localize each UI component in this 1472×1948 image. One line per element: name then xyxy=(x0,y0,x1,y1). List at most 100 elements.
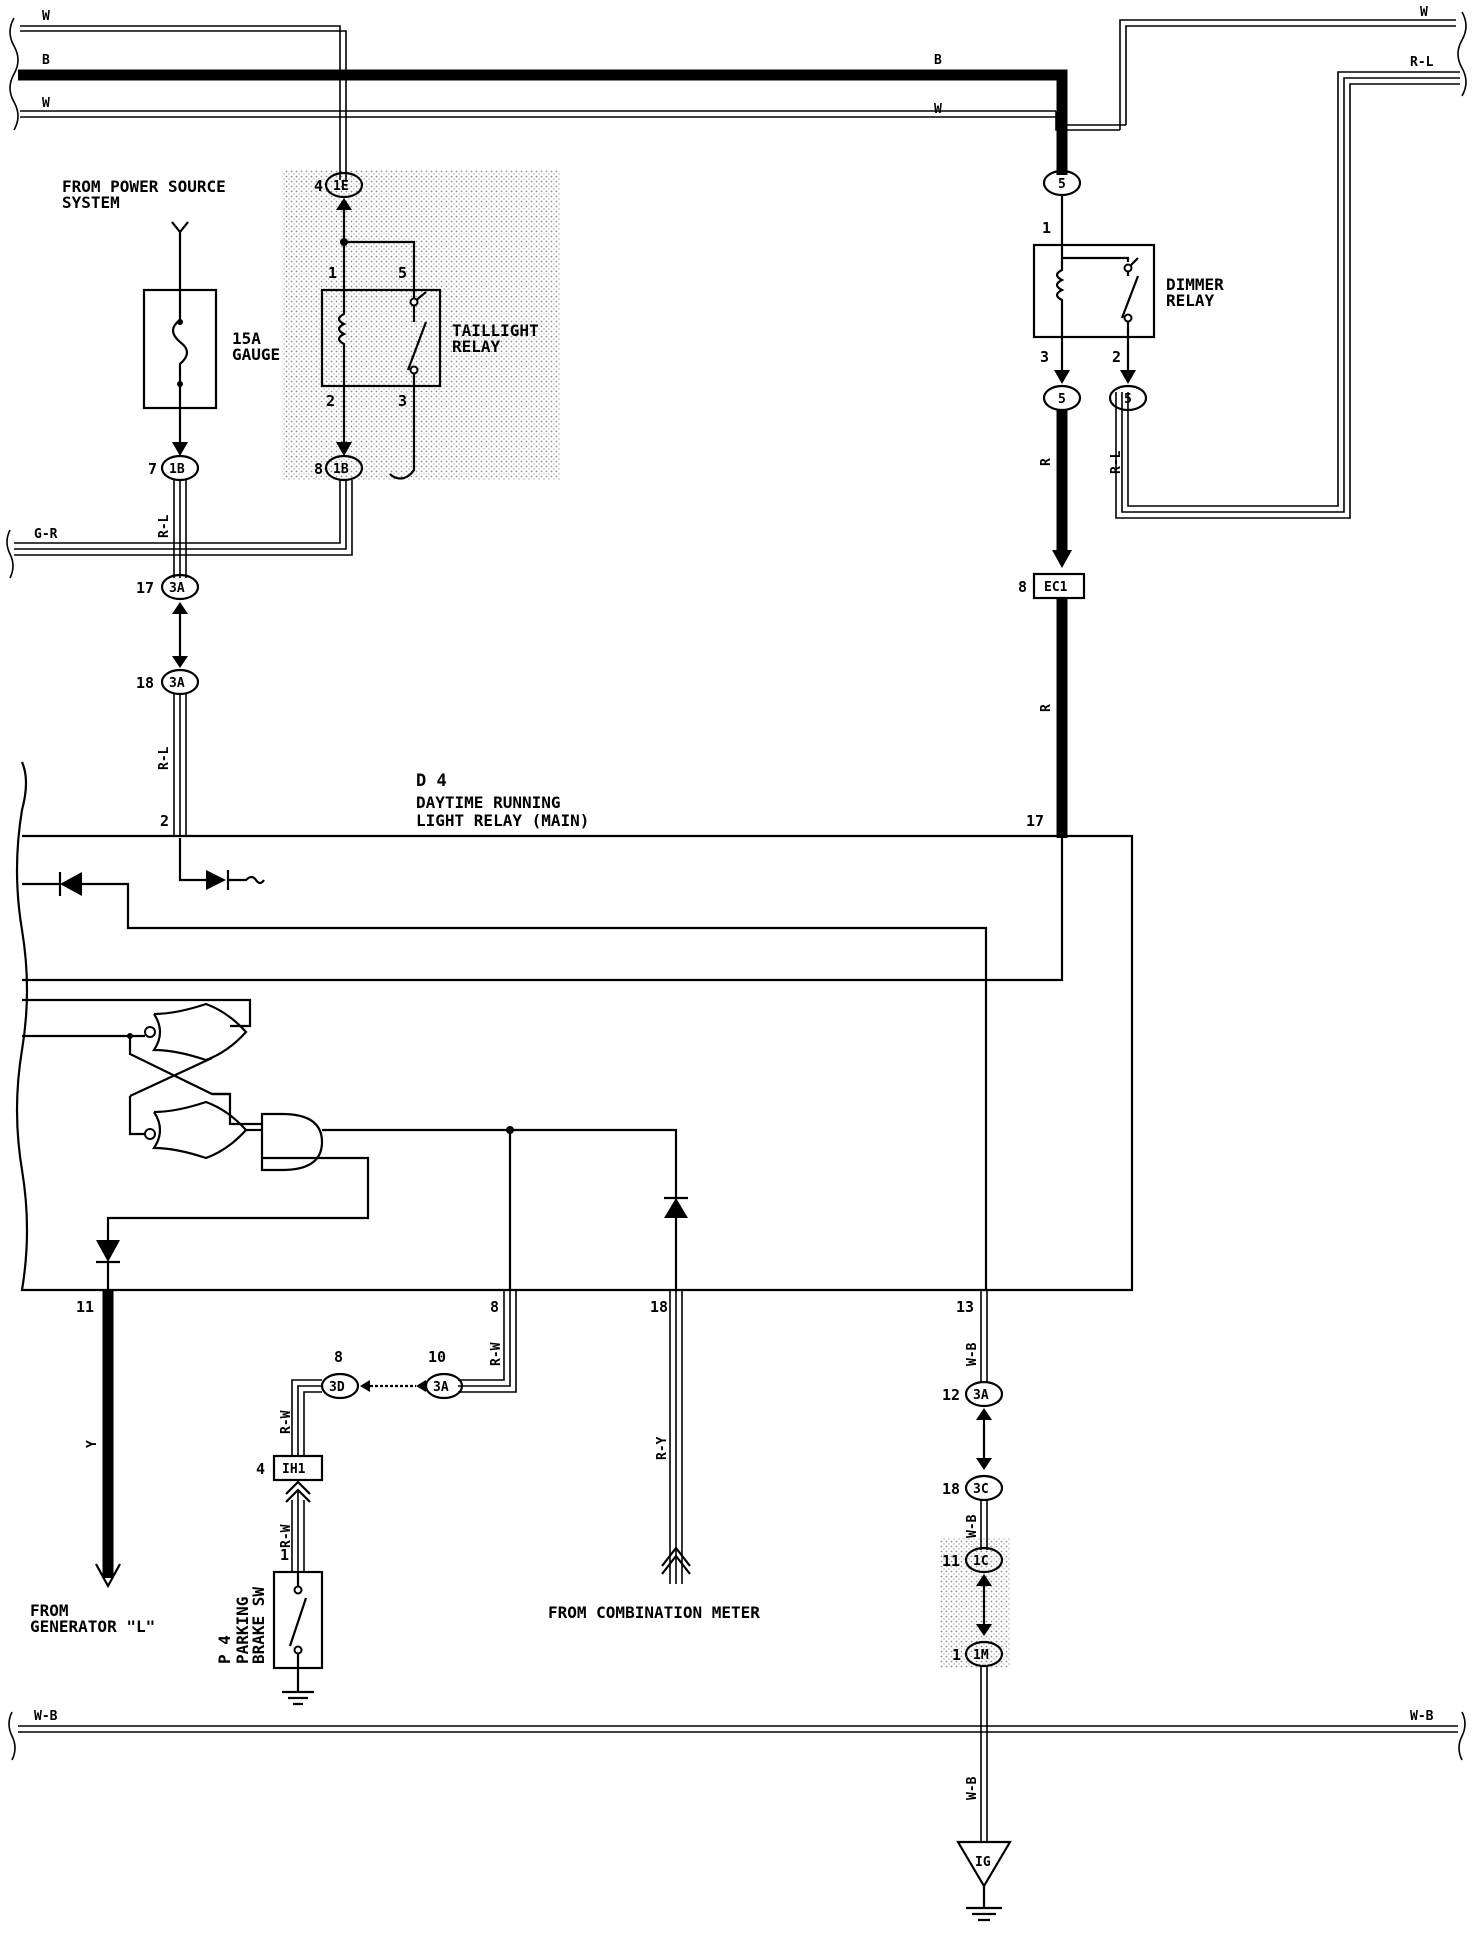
label-b-left: B xyxy=(42,53,50,68)
label-w-top-right: W xyxy=(1420,5,1428,20)
svg-text:3: 3 xyxy=(1040,348,1049,366)
svg-text:1M: 1M xyxy=(973,1648,989,1663)
logic-nor-lower xyxy=(151,1100,248,1160)
dimmer-relay-label-1: DIMMER xyxy=(1166,275,1224,294)
connector-1m xyxy=(964,1640,1004,1668)
wb-wire-upper xyxy=(980,1290,988,1382)
svg-text:5: 5 xyxy=(1058,392,1066,407)
svg-text:3A: 3A xyxy=(973,1388,989,1403)
svg-text:17: 17 xyxy=(1026,812,1044,830)
svg-text:IG: IG xyxy=(975,1855,991,1870)
svg-text:8: 8 xyxy=(1018,578,1027,596)
svg-text:8: 8 xyxy=(314,460,323,478)
svg-text:18: 18 xyxy=(650,1298,668,1316)
svg-text:12: 12 xyxy=(942,1386,960,1404)
ground-ig-icon xyxy=(956,1840,1012,1889)
parking-brake-label-2: BRAKE SW xyxy=(249,1587,268,1664)
ry-wire xyxy=(669,1290,683,1584)
connector-3a-12 xyxy=(964,1380,1004,1408)
drl-relay-label-1: DAYTIME RUNNING xyxy=(416,793,561,812)
svg-text:13: 13 xyxy=(956,1298,974,1316)
dimmer-relay-label-2: RELAY xyxy=(1166,291,1215,310)
taillight-relay-switch xyxy=(406,290,428,386)
svg-text:R-W: R-W xyxy=(279,1524,294,1548)
svg-text:18: 18 xyxy=(136,674,154,692)
taillight-relay-label-1: TAILLIGHT xyxy=(452,321,539,340)
svg-text:5: 5 xyxy=(1058,177,1066,192)
taillight-relay-box xyxy=(320,288,442,388)
drl-relay-code: D 4 xyxy=(416,771,447,791)
svg-text:1B: 1B xyxy=(333,462,349,477)
rw-wire-left xyxy=(291,1379,322,1456)
fuse-element xyxy=(171,290,189,408)
svg-text:1: 1 xyxy=(328,264,337,282)
logic-nor-upper xyxy=(151,1002,248,1062)
gr-wire xyxy=(14,480,353,556)
svg-text:EC1: EC1 xyxy=(1044,580,1068,595)
dimmer-relay-coil xyxy=(1055,245,1065,337)
taillight-relay-coil xyxy=(337,290,347,386)
svg-text:1: 1 xyxy=(1042,219,1051,237)
fuse-label-1: 15A xyxy=(232,329,261,348)
svg-text:3D: 3D xyxy=(329,1380,345,1395)
drl-relay-label-2: LIGHT RELAY (MAIN) xyxy=(416,811,589,830)
svg-text:2: 2 xyxy=(160,812,169,830)
generator-label-1: FROM xyxy=(30,1601,69,1620)
generator-label-2: GENERATOR "L" xyxy=(30,1617,155,1636)
power-source-label-1: FROM POWER SOURCE xyxy=(62,177,226,196)
connector-ih1 xyxy=(272,1454,324,1482)
svg-text:1B: 1B xyxy=(169,462,185,477)
svg-text:R: R xyxy=(1039,458,1054,466)
logic-and xyxy=(260,1112,324,1172)
svg-text:W-B: W-B xyxy=(1410,1709,1434,1724)
label-w-top-left: W xyxy=(42,9,50,24)
svg-text:W-B: W-B xyxy=(965,1776,980,1800)
parking-brake-label-1: PARKING xyxy=(233,1597,252,1664)
connector-1e xyxy=(324,171,364,199)
rl-wire-lower xyxy=(173,694,187,836)
svg-text:W-B: W-B xyxy=(965,1514,980,1538)
svg-text:G-R: G-R xyxy=(34,527,58,542)
wb-wire-mid xyxy=(980,1500,988,1550)
combination-meter-label: FROM COMBINATION METER xyxy=(548,1603,760,1622)
svg-text:1E: 1E xyxy=(333,179,349,194)
svg-text:W-B: W-B xyxy=(965,1342,980,1366)
connector-5-right xyxy=(1108,384,1148,412)
label-b-mid: B xyxy=(934,53,942,68)
svg-text:1C: 1C xyxy=(973,1554,989,1569)
svg-text:IH1: IH1 xyxy=(282,1462,306,1477)
wb-bus xyxy=(18,1725,1458,1733)
power-source-label-2: SYSTEM xyxy=(62,193,120,212)
svg-text:18: 18 xyxy=(942,1480,960,1498)
svg-text:R-L: R-L xyxy=(157,746,172,770)
dimmer-relay-box xyxy=(1032,243,1156,339)
connector-3a-17 xyxy=(160,573,200,601)
svg-text:W-B: W-B xyxy=(34,1709,58,1724)
svg-text:8: 8 xyxy=(334,1348,343,1366)
rw-wire-bottom xyxy=(291,1490,305,1572)
top-b-wire xyxy=(18,69,1068,175)
svg-text:2: 2 xyxy=(326,392,335,410)
svg-text:3: 3 xyxy=(398,392,407,410)
svg-text:7: 7 xyxy=(148,460,157,478)
svg-text:2: 2 xyxy=(1112,348,1121,366)
svg-text:R: R xyxy=(1039,704,1054,712)
taillight-relay-label-2: RELAY xyxy=(452,337,501,356)
rl-wire-upper xyxy=(173,480,187,578)
svg-text:R-L: R-L xyxy=(157,514,172,538)
svg-text:10: 10 xyxy=(428,1348,446,1366)
svg-text:17: 17 xyxy=(136,579,154,597)
label-w-mid: W xyxy=(934,102,942,117)
svg-text:R-W: R-W xyxy=(279,1410,294,1434)
drl-relay-box xyxy=(15,761,1134,1292)
svg-text:4: 4 xyxy=(256,1460,265,1478)
top-rl-wire xyxy=(1115,71,1460,519)
svg-text:3A: 3A xyxy=(169,676,185,691)
bus-break-right xyxy=(1457,11,1467,97)
svg-text:11: 11 xyxy=(76,1298,94,1316)
connector-3c xyxy=(964,1474,1004,1502)
connector-1b-right xyxy=(324,454,364,482)
svg-text:1: 1 xyxy=(280,1546,289,1564)
svg-text:Y: Y xyxy=(85,1440,100,1448)
svg-text:3C: 3C xyxy=(973,1482,989,1497)
